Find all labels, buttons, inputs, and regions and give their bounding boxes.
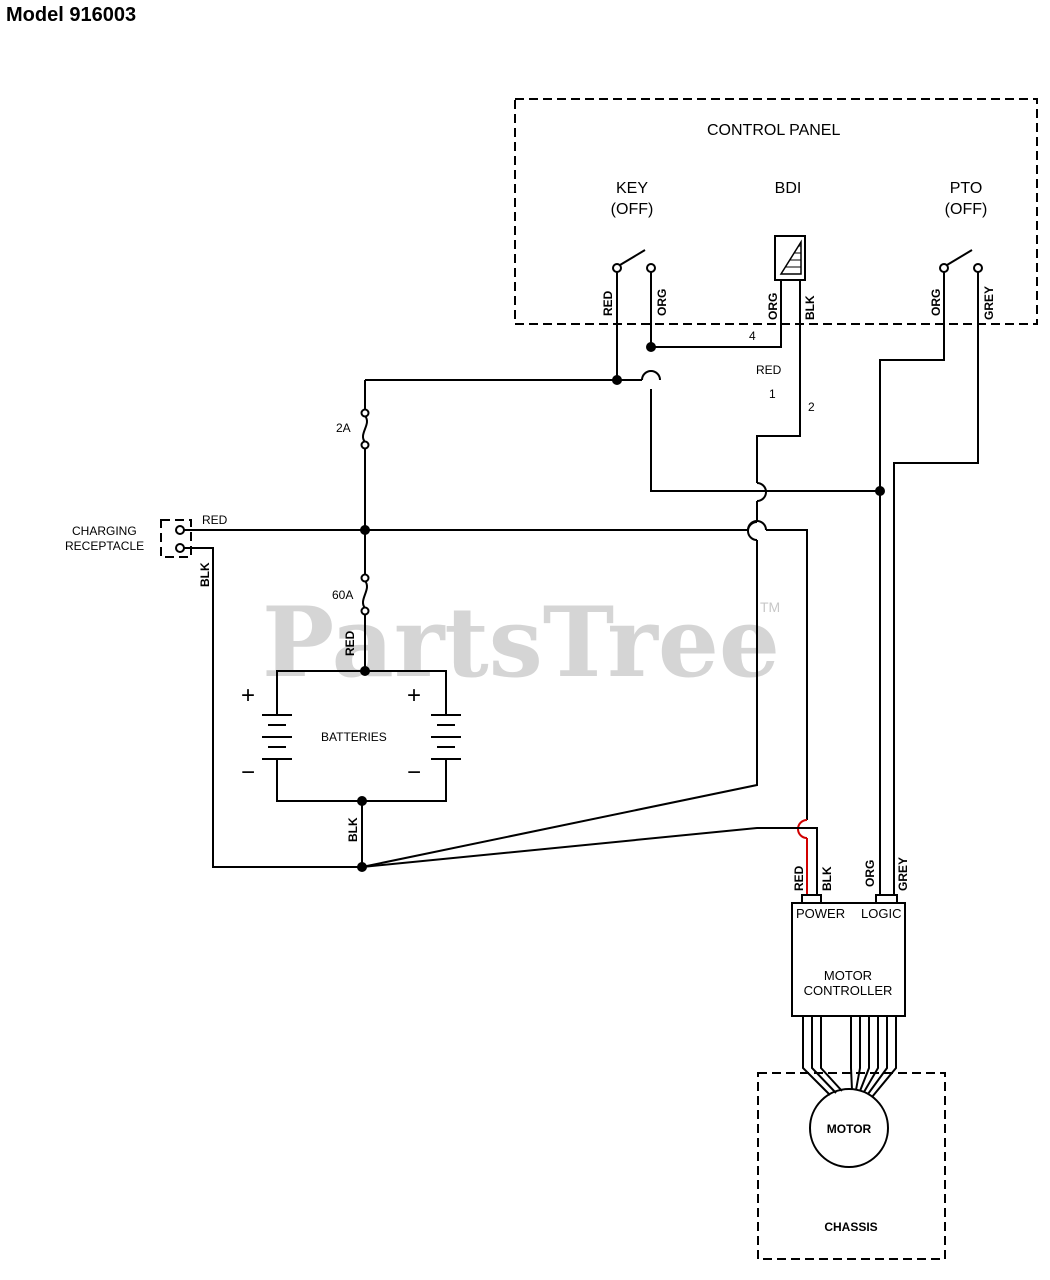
key-switch-symbol: [612, 249, 656, 273]
charge-red-wire-hop: [747, 520, 767, 531]
control-panel-box: [514, 98, 1038, 325]
charging-receptacle-line1: CHARGING: [72, 524, 137, 538]
wire-number-4: 4: [749, 329, 756, 343]
motor-controller-line2: CONTROLLER: [804, 983, 893, 998]
charge-blk-wire: [184, 547, 362, 868]
junction-dot: [612, 375, 622, 385]
battery-left-minus: −: [241, 759, 255, 786]
key-red-wire-label: RED: [601, 290, 615, 316]
bdi-red-wire-hop: [641, 370, 661, 381]
motor-controller-line1: MOTOR: [824, 968, 872, 983]
power-red-wire-label: RED: [792, 865, 806, 891]
logic-connector: [875, 894, 898, 904]
bdi-gauge-symbol: [774, 235, 806, 281]
junction-dot: [357, 862, 367, 872]
charging-receptacle-pos: [175, 525, 185, 535]
logic-grey-wire-label: GREY: [896, 857, 910, 891]
power-connector: [801, 894, 822, 904]
fuse-to-batt-red-label: RED: [343, 630, 357, 656]
battery-left-symbol: [262, 714, 292, 760]
battery-ground-blk-label: BLK: [346, 817, 360, 842]
chassis-label: CHASSIS: [824, 1220, 877, 1234]
charging-receptacle-neg: [175, 543, 185, 553]
motor-symbol: [809, 1088, 889, 1168]
control-panel-title: CONTROL PANEL: [707, 122, 840, 139]
power-blk-wire-label: BLK: [820, 866, 834, 891]
logic-port-label: LOGIC: [861, 906, 901, 921]
wire-number-2: 2: [808, 400, 815, 414]
battery-right-minus: −: [407, 759, 421, 786]
fuse-2a-symbol: [360, 408, 370, 450]
logic-org-wire-label: ORG: [863, 860, 877, 887]
key-org-wire-label: ORG: [655, 289, 669, 316]
battery-right-plus: +: [407, 682, 421, 709]
pto-grey-wire-label: GREY: [982, 286, 996, 320]
junction-dot: [357, 796, 367, 806]
pto-org-wire-label: ORG: [929, 289, 943, 316]
bdi-red-label: RED: [756, 363, 782, 377]
chassis-box: [757, 1072, 946, 1260]
bdi-blk-wire-ground: [361, 540, 758, 868]
bdi-blk-wire-label: BLK: [803, 295, 817, 320]
motor-label: MOTOR: [827, 1122, 872, 1136]
charging-receptacle-line2: RECEPTACLE: [65, 539, 144, 553]
batteries-label: BATTERIES: [321, 730, 387, 744]
fuse-60a-symbol: [360, 573, 370, 616]
motor-leads: [802, 1016, 897, 1098]
bdi-org-wire: [651, 280, 782, 348]
pto-grey-wire: [893, 272, 979, 895]
pto-org-wire: [879, 272, 945, 895]
power-red-wire: [766, 529, 808, 820]
key-switch-label: KEY: [616, 180, 648, 197]
battery-left-plus: +: [241, 682, 255, 709]
motor-controller-box: [791, 902, 906, 1017]
key-org-logic-wire: [650, 389, 880, 492]
bdi-blk-wire: [756, 280, 801, 483]
bdi-label: BDI: [775, 180, 802, 197]
junction-dot: [360, 525, 370, 535]
bdi-org-wire-label: ORG: [766, 293, 780, 320]
charge-red-label: RED: [202, 513, 228, 527]
battery-right-symbol: [431, 714, 461, 760]
watermark-tm: TM: [760, 599, 780, 615]
watermark: PartsTree: [262, 586, 780, 699]
fuse-2a-label: 2A: [336, 421, 351, 435]
fuse-60a-label: 60A: [332, 588, 353, 602]
power-port-label: POWER: [796, 906, 845, 921]
pto-switch-label: PTO: [950, 180, 983, 197]
key-switch-state: (OFF): [611, 201, 654, 218]
wire-number-1: 1: [769, 387, 776, 401]
junction-dot: [875, 486, 885, 496]
charging-receptacle-box: [160, 519, 192, 558]
junction-dot: [360, 666, 370, 676]
page-title: Model 916003: [6, 4, 137, 26]
pto-switch-state: (OFF): [945, 201, 988, 218]
charge-blk-label: BLK: [198, 562, 212, 587]
ground-to-controller-wire: [361, 827, 818, 895]
junction-dot: [646, 342, 656, 352]
pto-switch-symbol: [939, 249, 983, 273]
